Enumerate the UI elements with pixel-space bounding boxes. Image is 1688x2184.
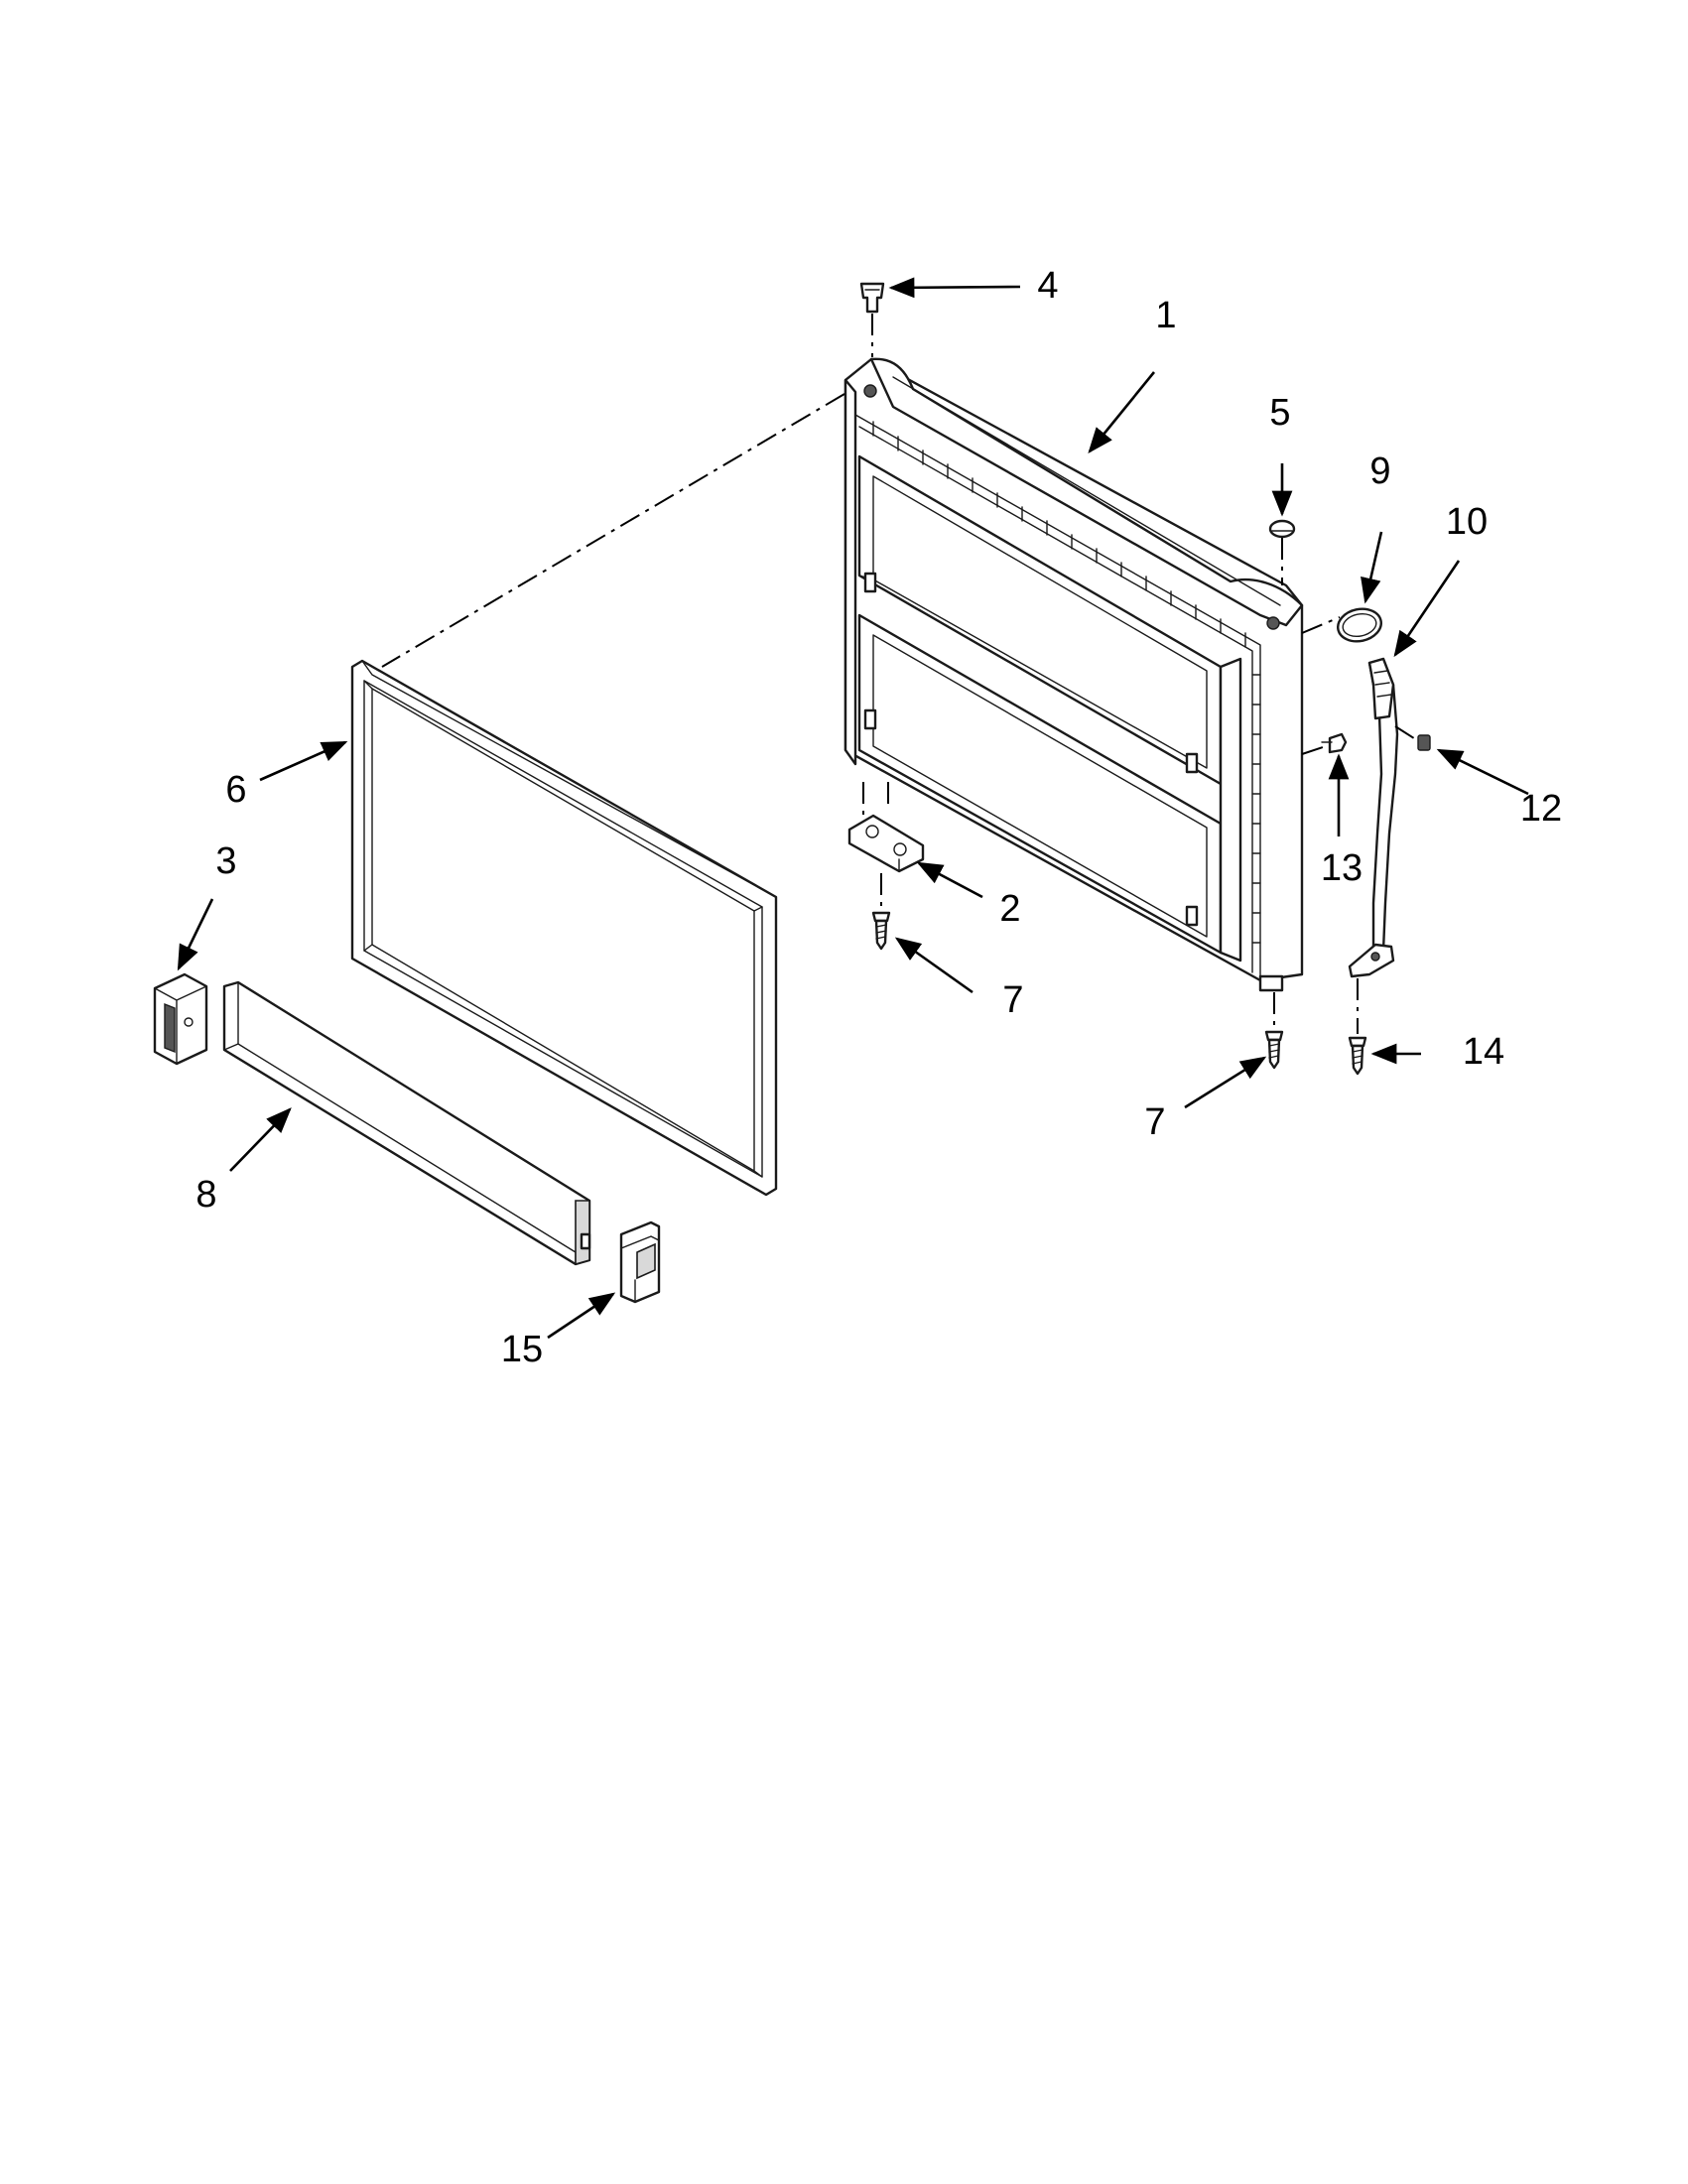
callout-9: 9: [1369, 450, 1390, 492]
gasket-ribs: [872, 421, 1261, 944]
end-cap-right: [619, 1220, 661, 1304]
callout-10: 10: [1446, 501, 1488, 543]
set-screw: [1417, 734, 1431, 751]
hinge-bracket: [847, 814, 925, 873]
hinge-plug-top: [859, 282, 885, 314]
handle-screw: [1348, 1036, 1367, 1076]
screw-cap: [1268, 519, 1296, 539]
callout-4: 4: [1037, 265, 1058, 307]
callout-7b: 7: [1144, 1101, 1165, 1143]
assembly-lines: [381, 314, 1418, 1034]
freezer-door: [844, 357, 1304, 992]
door-gasket: [350, 659, 778, 1197]
callout-1: 1: [1155, 295, 1176, 336]
callout-12: 12: [1520, 788, 1562, 830]
trim-strip: [222, 980, 591, 1266]
callout-15: 15: [501, 1329, 543, 1370]
hinge-screw-right: [1264, 1030, 1284, 1070]
callout-3: 3: [215, 840, 236, 882]
callout-2: 2: [999, 888, 1020, 930]
end-cap-left: [153, 972, 208, 1066]
callout-5: 5: [1269, 392, 1290, 434]
callout-7a: 7: [1002, 979, 1023, 1021]
callouts: 4 1 5 9 10 12 13 2 7 7 14 6 3 8 15: [195, 265, 1562, 1370]
hinge-screw-left: [871, 911, 891, 951]
callout-13: 13: [1321, 847, 1363, 889]
leader-arrows: [177, 277, 1529, 1340]
callout-8: 8: [195, 1174, 216, 1216]
handle-stud: [1321, 732, 1348, 754]
gasket-ring: [1337, 607, 1382, 643]
door-handle: [1348, 657, 1399, 978]
callout-14: 14: [1463, 1031, 1504, 1073]
callout-6: 6: [225, 769, 246, 811]
